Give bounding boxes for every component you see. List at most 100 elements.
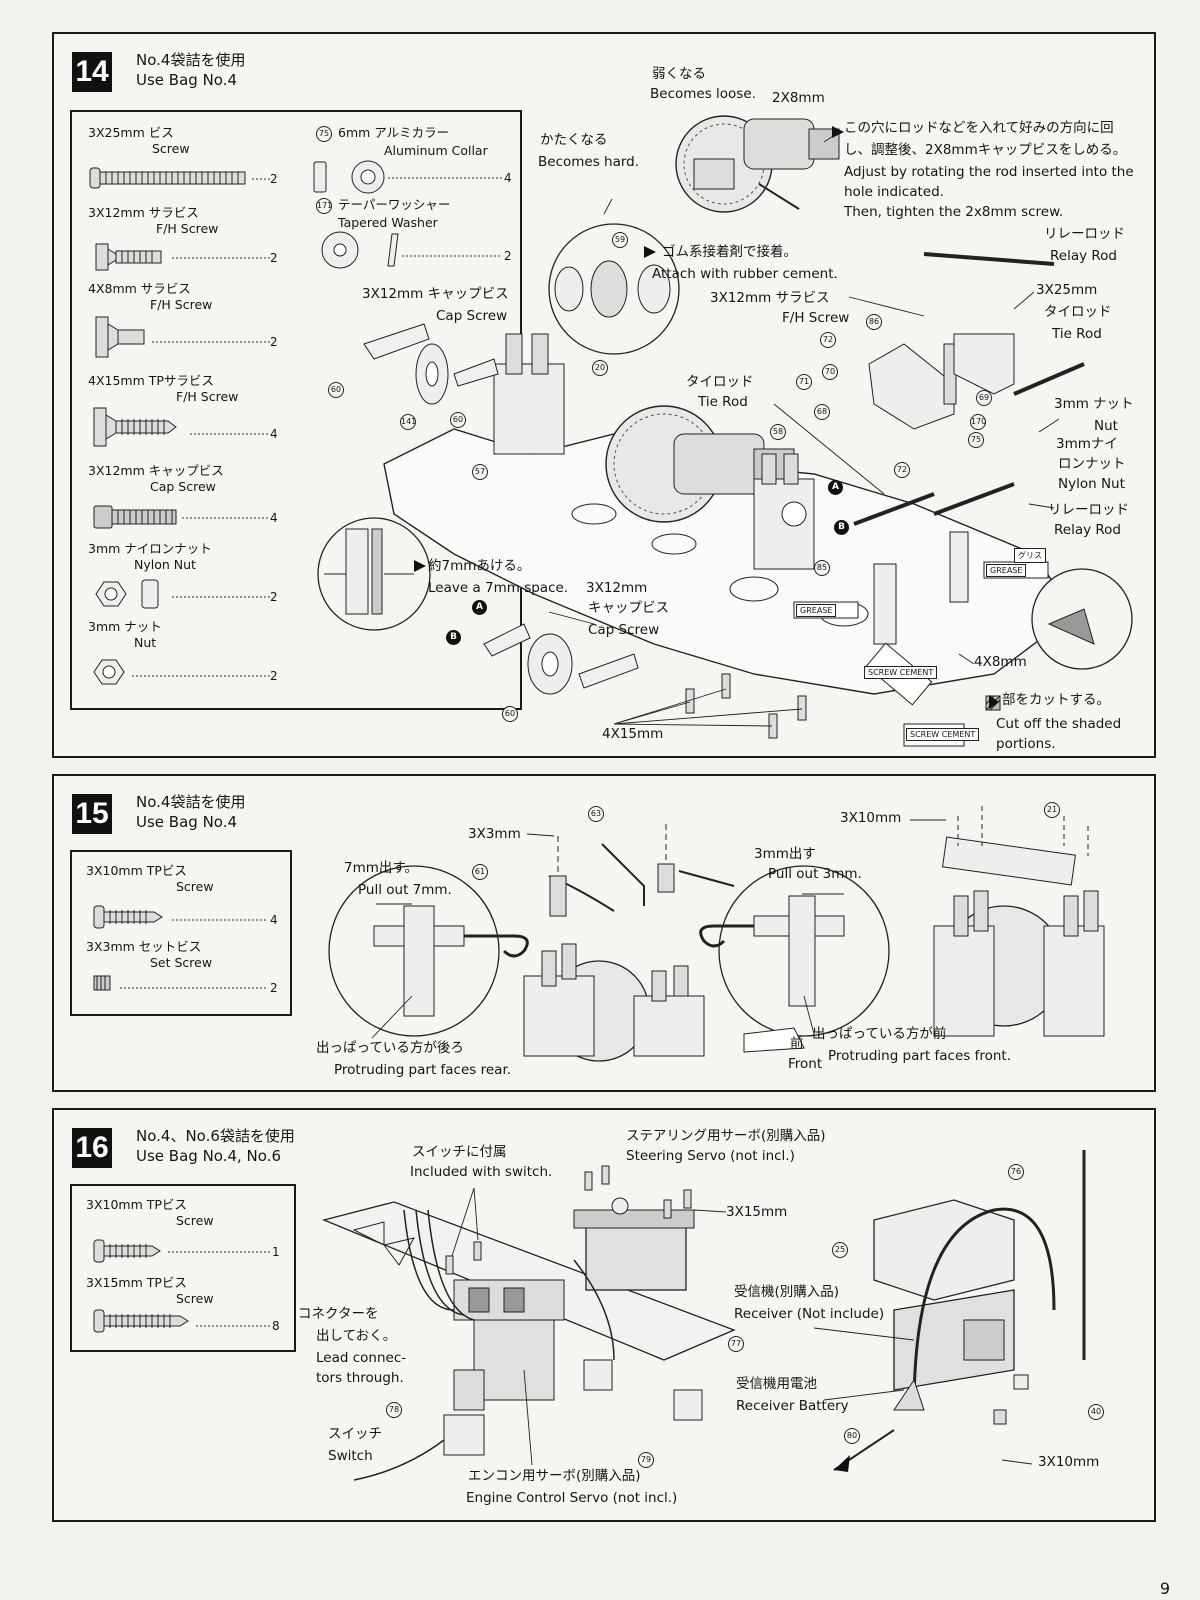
part-number-badge: 85 (814, 560, 830, 576)
step-15-number: 15 (72, 794, 112, 834)
screw-size-label: 4X8mm (974, 654, 1027, 670)
part-label: Screw (176, 1291, 214, 1306)
screw-size-label: 3X15mm (726, 1204, 788, 1220)
space-instruction: Leave a 7mm space. (428, 580, 569, 596)
adjust-instruction: Then, tighten the 2x8mm screw. (844, 204, 1064, 220)
switch-label: Switch (328, 1448, 373, 1464)
part-number-badge: 60 (328, 382, 344, 398)
relay-rod-label: Relay Rod (1050, 248, 1117, 264)
part-label: Nut (134, 635, 157, 650)
pull-out-7mm: 7mm出す。 (344, 860, 419, 876)
steering-servo-label: Steering Servo (not incl.) (626, 1148, 795, 1164)
step-14-parts-box: 3X25mm ビス Screw 2 3X12mm サラビス F/H Screw … (70, 110, 522, 710)
step-15-assembly-drawing (328, 806, 1105, 1062)
steering-servo-label: ステアリング用サーボ(別購入品) (626, 1128, 826, 1144)
switch-included-label: Included with switch. (410, 1164, 553, 1180)
grease-tube-label: グリス (1014, 548, 1046, 563)
part-number-badge: 75 (316, 126, 332, 142)
battery-label: Receiver Battery (736, 1398, 849, 1414)
step-14-assembly-drawing (317, 115, 1133, 747)
callout-a: A (472, 600, 487, 615)
part-number-badge: 57 (472, 464, 488, 480)
cut-instruction: Cut off the shaded (996, 716, 1122, 732)
part-number-badge: 141 (400, 414, 416, 430)
part-label: Aluminum Collar (384, 143, 488, 158)
part-number-badge: 76 (1008, 1164, 1024, 1180)
pull-out-7mm: Pull out 7mm. (358, 882, 452, 898)
cap-screw-label: キャップビス (588, 600, 669, 616)
part-number-badge: 68 (814, 404, 830, 420)
part-label: 6mm アルミカラー (338, 125, 450, 140)
connector-instruction: コネクターを (298, 1306, 379, 1322)
part-number-badge: 20 (592, 360, 608, 376)
part-qty: 4 (504, 171, 512, 185)
part-qty: 2 (270, 172, 278, 186)
part-label: 4X15mm TPサラビス (88, 373, 214, 388)
front-direction: Front (788, 1056, 823, 1072)
engine-servo-label: エンコン用サーボ(別購入品) (468, 1468, 641, 1484)
battery-label: 受信機用電池 (736, 1376, 817, 1392)
protruding-front: Protruding part faces front. (828, 1048, 1012, 1064)
step-16-parts-drawing (93, 1239, 270, 1333)
part-qty: 2 (270, 335, 278, 349)
part-label: 3X12mm キャップビス (88, 463, 224, 478)
callout-b: B (446, 630, 461, 645)
part-label: 3X10mm TPビス (86, 1197, 187, 1212)
part-number-badge: 78 (386, 1402, 402, 1418)
adjust-instruction: Adjust by rotating the rod inserted into… (844, 164, 1134, 180)
relay-rod-label: Relay Rod (1054, 522, 1121, 538)
part-number-badge: 21 (1044, 802, 1060, 818)
tie-rod-label: Tie Rod (1052, 326, 1102, 342)
cap-screw-label: Cap Screw (588, 622, 660, 638)
protruding-rear: 出っぱっている方が後ろ (316, 1040, 464, 1056)
relay-rod-label: リレーロッド (1048, 502, 1129, 518)
hard-label: Becomes hard. (538, 154, 640, 170)
part-label: 3X3mm セットビス (86, 939, 202, 954)
part-label: Screw (152, 141, 190, 156)
nylon-nut-label: 3mmナイ (1056, 436, 1118, 452)
grease-tube-label: GREASE (986, 564, 1027, 577)
part-number-badge: 79 (638, 1452, 654, 1468)
part-number-badge: 69 (976, 390, 992, 406)
pull-out-3mm: Pull out 3mm. (768, 866, 862, 882)
part-number-badge: 75 (968, 432, 984, 448)
part-label: Cap Screw (150, 479, 216, 494)
cap-screw-label: 3X12mm (586, 580, 648, 596)
screw-size-label: 3X10mm (1038, 1454, 1100, 1470)
tie-rod-label: タイロッド (686, 374, 754, 390)
pull-out-3mm: 3mm出す (754, 846, 816, 862)
part-number-badge: 170 (970, 414, 986, 430)
part-number-badge: 60 (450, 412, 466, 428)
part-label: 4X8mm サラビス (88, 281, 191, 296)
receiver-label: 受信機(別購入品) (734, 1284, 840, 1300)
cement-instruction: Attach with rubber cement. (652, 266, 838, 282)
part-number-badge: 72 (894, 462, 910, 478)
screw-size-label: 3X10mm (840, 810, 902, 826)
step-14-panel: 14 No.4袋詰を使用 Use Bag No.4 (52, 32, 1156, 758)
screw-cement-label: SCREW CEMENT (864, 666, 938, 679)
nut-label: 3mm ナット (1054, 396, 1134, 412)
part-label: 3X12mm サラビス (88, 205, 199, 220)
part-number-badge: 171 (316, 198, 332, 214)
step-16-assembly-drawing (321, 1150, 1086, 1481)
part-label: Set Screw (150, 955, 213, 970)
screw-size-label: 3X3mm (468, 826, 521, 842)
part-number-badge: 58 (770, 424, 786, 440)
part-qty: 4 (270, 511, 278, 525)
part-label: 3mm ナイロンナット (88, 541, 212, 556)
page-number: 9 (1159, 1579, 1170, 1598)
part-label: Screw (176, 879, 214, 894)
screw-size-label: 2X8mm (772, 90, 825, 106)
part-label: 3mm ナット (88, 619, 162, 634)
adjust-instruction: し、調整後、2X8mmキャップビスをしめる。 (844, 142, 1127, 158)
part-qty: 8 (272, 1319, 280, 1333)
adjust-instruction: この穴にロッドなどを入れて好みの方向に回 (844, 120, 1114, 136)
callout-a: A (828, 480, 843, 495)
receiver-label: Receiver (Not include) (734, 1306, 885, 1322)
part-number-badge: 59 (612, 232, 628, 248)
part-number-badge: 80 (844, 1428, 860, 1444)
tie-rod-label: Tie Rod (698, 394, 748, 410)
cap-screw-label: 3X12mm キャップビス (362, 286, 509, 302)
part-number-badge: 40 (1088, 1404, 1104, 1420)
step-15-parts-drawing (93, 905, 268, 991)
